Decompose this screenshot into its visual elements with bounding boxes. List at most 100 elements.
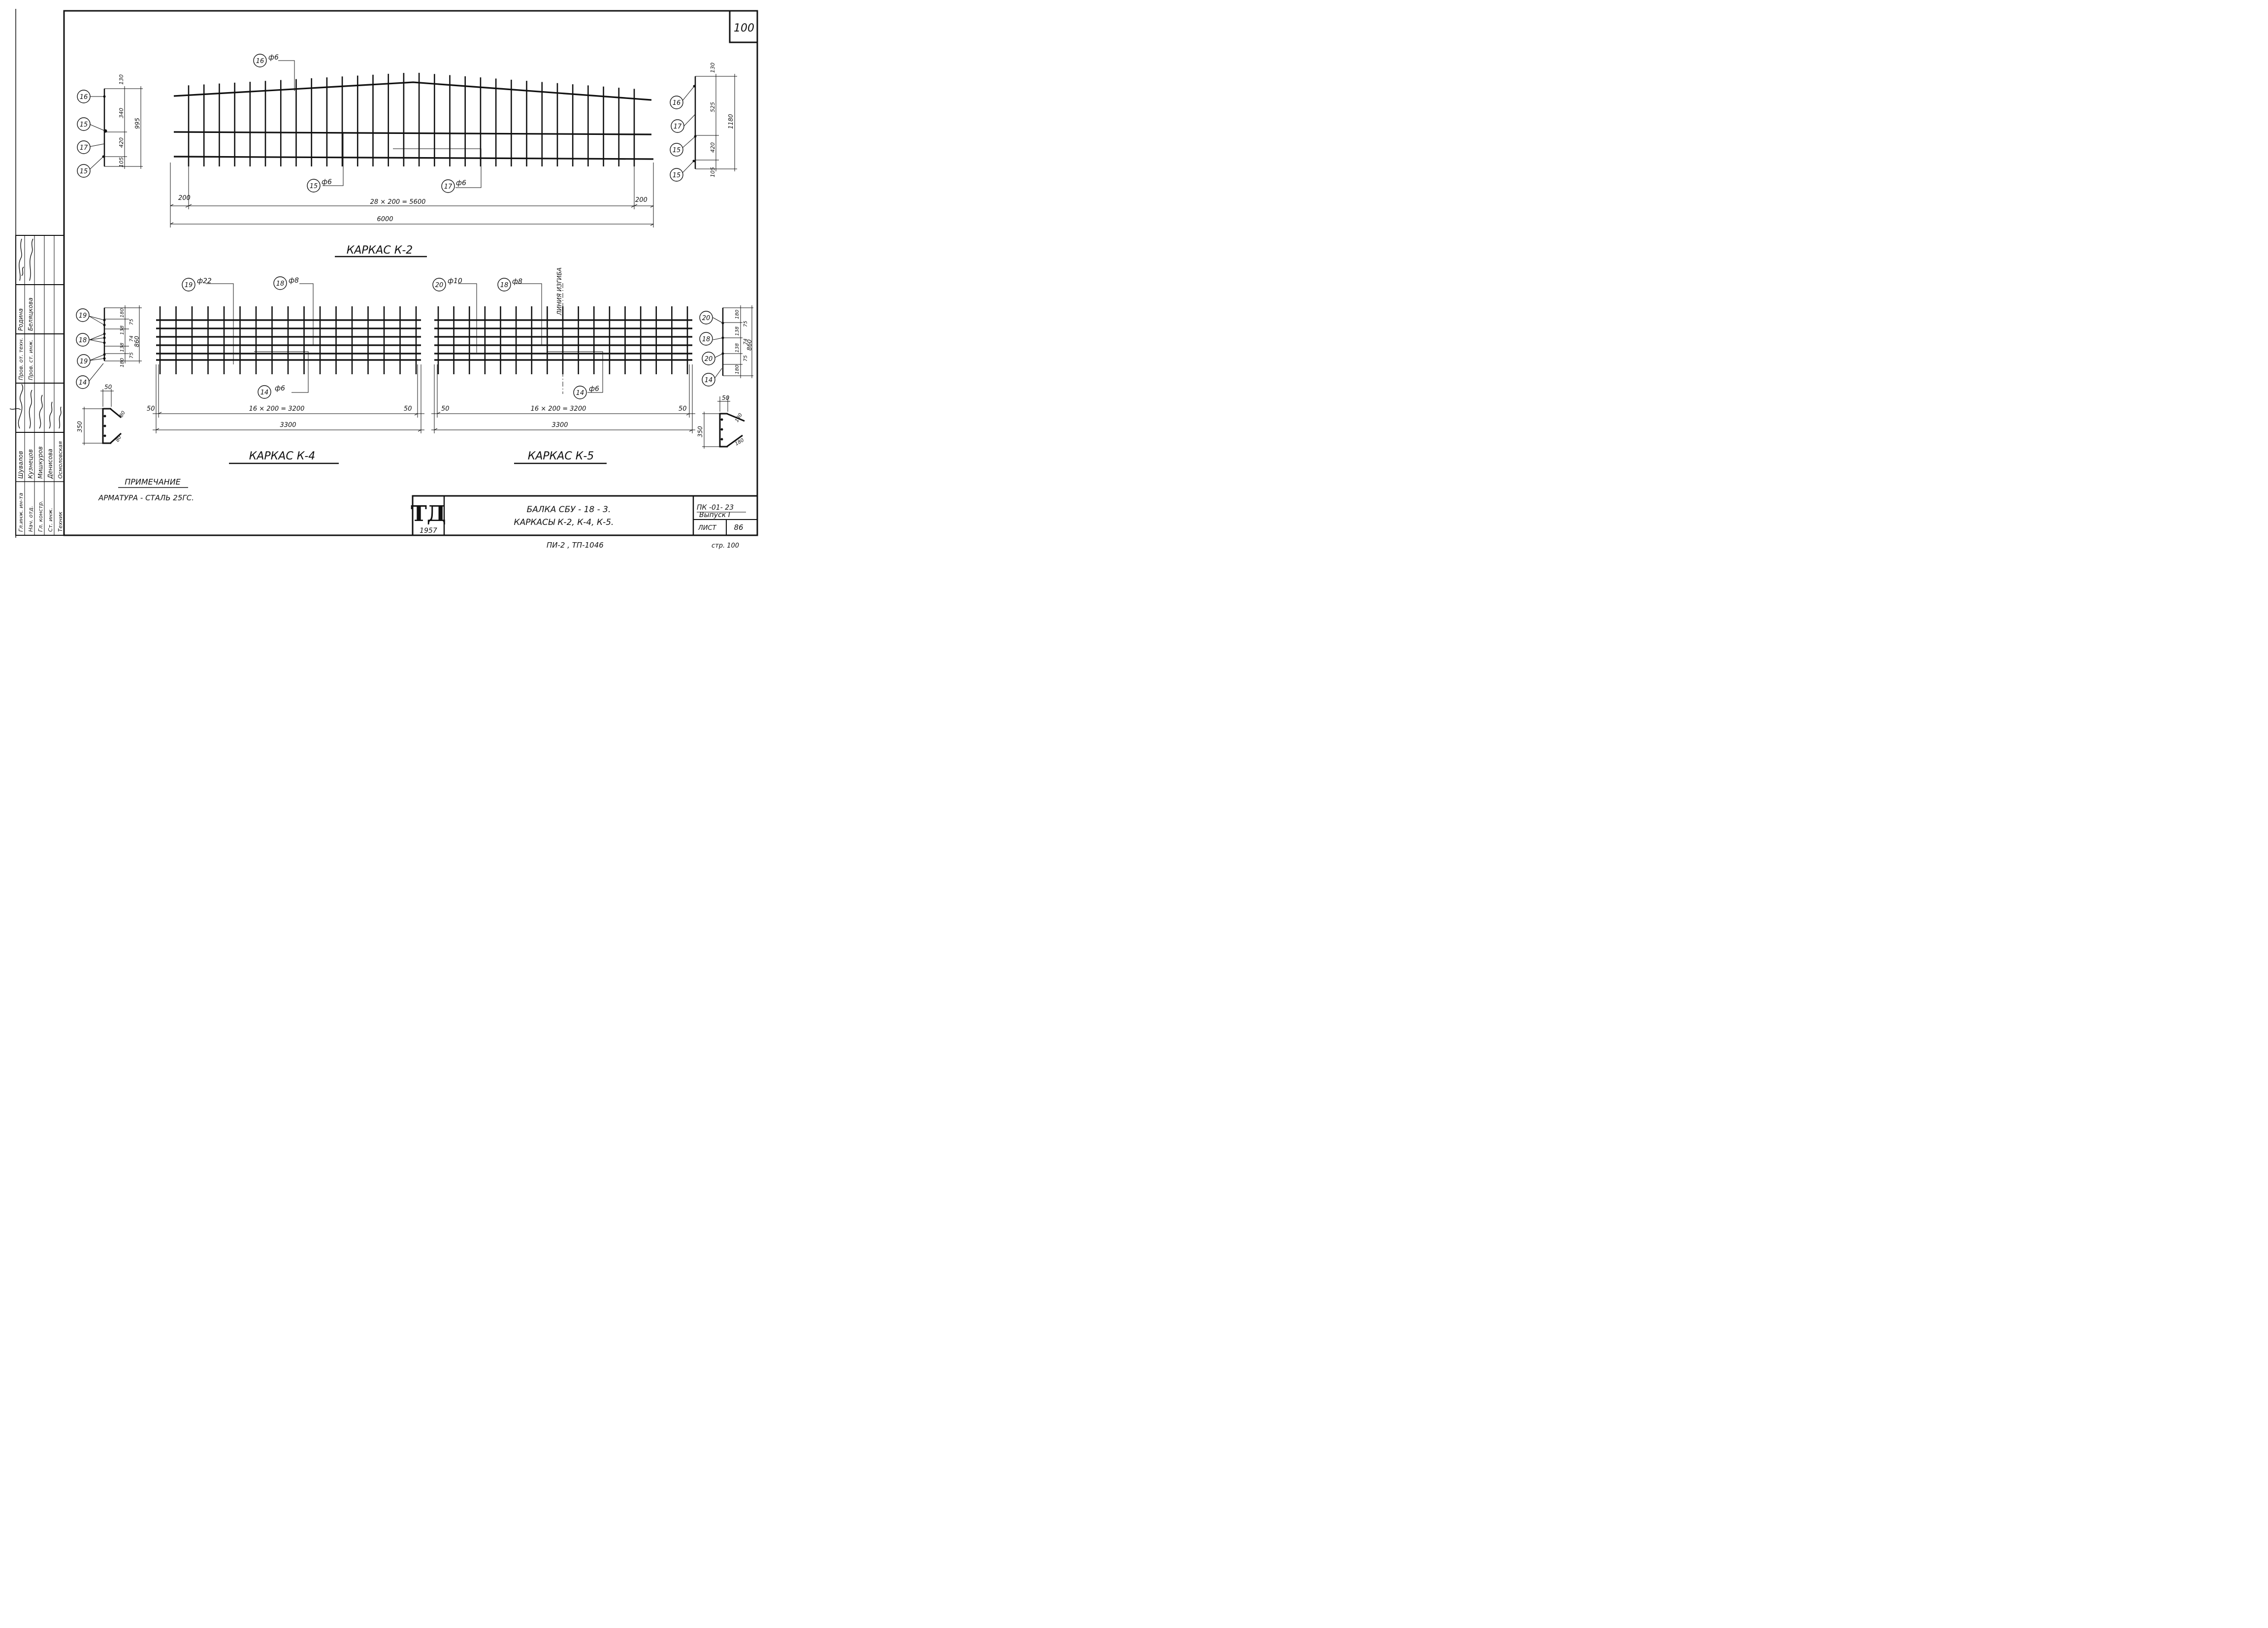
k2-bottom-bar	[173, 156, 654, 160]
callout-number: 17	[444, 183, 453, 191]
k5-dim-middle: 16 × 200 = 3200	[531, 405, 586, 413]
k2-callout-16: 16 ф6	[253, 54, 279, 67]
stamp-role: Нач. отд.	[28, 506, 34, 532]
k2-dim-end-left: 200	[178, 195, 191, 202]
callout-number: 16	[256, 58, 264, 65]
callout-diameter: ф6	[456, 179, 466, 187]
k5-dim-end-right: 50	[679, 405, 687, 413]
k2-top-bar	[173, 81, 652, 101]
k2-dimension-lines	[170, 60, 654, 228]
section-dim: 525	[710, 102, 716, 112]
k5-bend-line-label: ЛИНИЯ ИЗГИБА	[556, 267, 563, 316]
section-label: 15	[673, 172, 681, 179]
section-overall: 860	[133, 336, 140, 347]
callout-number: 18	[500, 282, 509, 289]
drawing-title-line1: БАЛКА СБУ - 18 - 3.	[527, 505, 611, 515]
series-code: ПК -01- 23	[697, 504, 734, 512]
bottom-reference: ПИ-2 , ТП-1046	[547, 541, 604, 550]
k2-stirrups	[188, 72, 635, 166]
stirrup-hook-dim: 180	[734, 412, 744, 423]
stamp-role: Гл. констр.	[37, 500, 44, 532]
stamp-name: Кузнецов	[27, 449, 34, 479]
stirrup-height-dim: 350	[76, 421, 83, 432]
sheet-label: ЛИСТ	[698, 524, 717, 532]
section-inner-dim: 75	[129, 352, 134, 358]
sheet-no: 86	[734, 523, 743, 532]
section-overall: 1180	[727, 114, 734, 129]
k4-elevation: 50 50 16 × 200 = 3200 3300 19 ф22 18 ф8 …	[147, 276, 424, 464]
section-dim: 105	[118, 157, 125, 167]
page-reference: стр. 100	[712, 542, 739, 550]
stirrup-hook-dim: 80	[115, 435, 123, 443]
k5-elevation: ЛИНИЯ ИЗГИБА 50 50 16 × 200 = 3200 3300 …	[431, 267, 695, 464]
note-heading: ПРИМЕЧАНИЕ	[125, 477, 181, 487]
drawing-title-line2: КАРКАСЫ К-2, К-4, К-5.	[514, 518, 614, 527]
section-label: 15	[80, 168, 88, 175]
stamp-name: Мишкуров	[37, 446, 44, 479]
section-dim: 180	[735, 310, 740, 319]
callout-diameter: ф8	[512, 278, 522, 286]
k4-title: КАРКАС К-4	[249, 450, 316, 462]
k2-left-section: 16 15 17 15 130 340 420 105 995	[77, 74, 143, 178]
callout-diameter: ф6	[268, 54, 279, 62]
stamp-roles: Гл.инж. ин-та Нач. отд. Гл. констр. Ст. …	[17, 297, 64, 532]
k4-section: 19 18 19 14 180 138 138 180 75 74 75 860	[76, 305, 142, 389]
sheet-frame	[15, 9, 758, 538]
callout-number: 20	[435, 282, 444, 289]
k5-stirrups	[437, 306, 688, 374]
k5-section: 20 18 20 14 180 138 138 180 75 74 75 860	[699, 305, 753, 387]
k2-elevation: 200 200 28 × 200 = 5600 6000 16 ф6 15 ф6…	[170, 54, 654, 258]
k4-stirrup-detail: 50 350 80 80	[76, 384, 127, 445]
k2-callout-17: 17 ф6	[441, 179, 466, 193]
stamp-name: Осмоловская	[57, 441, 64, 479]
section-dim: 180	[120, 358, 125, 367]
k2-callout-15: 15 ф6	[307, 178, 332, 193]
k2-dim-total: 6000	[377, 216, 393, 223]
k4-dimension-lines	[153, 283, 424, 433]
section-label: 20	[702, 315, 711, 322]
section-dim: 420	[710, 142, 716, 153]
section-dim: 138	[120, 343, 125, 352]
k2-middle-bar	[173, 131, 652, 135]
k5-callout-14: 14 ф6	[573, 385, 599, 399]
k4-callout-18: 18 ф8	[273, 276, 299, 290]
section-dim: 340	[118, 108, 125, 118]
section-label: 15	[673, 147, 681, 154]
section-inner-dim: 75	[743, 355, 748, 361]
stamp-role: Техник	[57, 512, 64, 532]
section-label: 16	[80, 94, 88, 101]
stirrup-height-dim: 350	[697, 426, 704, 437]
callout-diameter: ф6	[589, 385, 599, 393]
section-dim: 130	[118, 74, 125, 85]
section-dim: 180	[120, 308, 125, 318]
section-label: 15	[80, 121, 88, 129]
k5-title: КАРКАС К-5	[528, 450, 594, 462]
section-label: 17	[80, 144, 88, 152]
section-label: 18	[702, 336, 711, 343]
callout-diameter: ф10	[448, 277, 462, 285]
k4-callout-14: 14 ф6	[258, 385, 285, 399]
k4-dim-middle: 16 × 200 = 3200	[249, 405, 305, 413]
section-label: 14	[705, 377, 713, 384]
section-dim: 420	[118, 137, 125, 148]
callout-number: 14	[260, 389, 269, 396]
stirrup-top-dim: 50	[104, 384, 112, 391]
drawing-sheet: 100 Гл.инж. ин-та Нач. отд. Гл. констр. …	[9, 9, 758, 550]
sheet-number: 100	[734, 22, 754, 34]
section-inner-dim: 75	[743, 321, 748, 327]
section-dim: 138	[735, 343, 740, 353]
logo-year: 1957	[420, 527, 437, 535]
stamp-role: Гл.инж. ин-та	[18, 492, 24, 532]
stirrup-top-dim: 50	[722, 394, 730, 401]
section-inner-dim: 74	[129, 335, 134, 342]
title-block	[412, 495, 758, 536]
stamp-name: Денисова	[47, 449, 54, 479]
section-inner-dim: 74	[743, 338, 748, 345]
issue-number: Выпуск I	[699, 511, 730, 519]
k2-title: КАРКАС К-2	[347, 244, 413, 257]
signature-stamp	[15, 235, 65, 536]
k5-dim-total: 3300	[551, 422, 568, 429]
stamp-role: Пров. от. техн.	[18, 338, 24, 380]
stamp-name: Беляцкова	[27, 297, 34, 331]
k5-dim-end-left: 50	[441, 405, 450, 413]
